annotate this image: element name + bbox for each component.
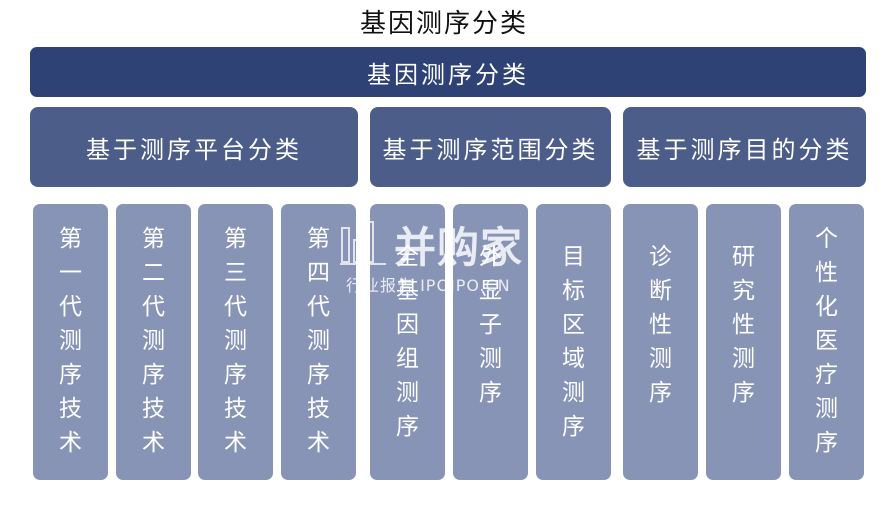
leaf-char: 性	[815, 260, 838, 286]
leaf-exome-sequencing: 外显子测序	[453, 204, 528, 480]
category-scope: 基于测序范围分类	[370, 107, 611, 187]
leaf-char: 外	[479, 244, 502, 270]
leaf-target-region-sequencing: 目标区域测序	[536, 204, 611, 480]
leaf-char: 二	[142, 260, 165, 286]
leaf-char: 性	[649, 312, 672, 338]
category-purpose: 基于测序目的分类	[623, 107, 866, 187]
leaf-char: 子	[479, 312, 502, 338]
leaf-char: 术	[59, 430, 82, 456]
leaf-char: 三	[224, 260, 247, 286]
leaf-personalized-medicine-sequencing: 个性化医疗测序	[789, 204, 864, 480]
leaf-char: 序	[815, 430, 838, 456]
leaf-char: 研	[732, 244, 755, 270]
leaf-char: 序	[732, 380, 755, 406]
leaf-char: 技	[307, 396, 330, 422]
leaf-third-gen-sequencing: 第三代测序技术	[198, 204, 273, 480]
leaf-char: 标	[562, 278, 585, 304]
leaf-char: 疗	[815, 362, 838, 388]
leaf-whole-genome-sequencing: 全基因组测序	[370, 204, 445, 480]
leaf-char: 技	[59, 396, 82, 422]
leaf-char: 医	[815, 328, 838, 354]
leaf-char: 测	[649, 346, 672, 372]
leaf-char: 序	[307, 362, 330, 388]
leaf-research-sequencing: 研究性测序	[706, 204, 781, 480]
leaf-char: 区	[562, 312, 585, 338]
leaf-char: 术	[142, 430, 165, 456]
leaf-char: 基	[396, 278, 419, 304]
leaf-char: 序	[396, 414, 419, 440]
leaf-diagnostic-sequencing: 诊断性测序	[623, 204, 698, 480]
leaf-char: 术	[224, 430, 247, 456]
leaf-char: 第	[142, 226, 165, 252]
leaf-char: 术	[307, 430, 330, 456]
leaf-char: 测	[732, 346, 755, 372]
leaf-second-gen-sequencing: 第二代测序技术	[116, 204, 191, 480]
leaf-char: 序	[562, 414, 585, 440]
leaf-char: 代	[307, 294, 330, 320]
leaf-char: 序	[649, 380, 672, 406]
leaf-char: 化	[815, 294, 838, 320]
leaf-char: 技	[224, 396, 247, 422]
leaf-char: 代	[224, 294, 247, 320]
leaf-char: 第	[307, 226, 330, 252]
leaf-char: 序	[224, 362, 247, 388]
leaf-char: 测	[396, 380, 419, 406]
category-platform: 基于测序平台分类	[30, 107, 358, 187]
root-node: 基因测序分类	[30, 47, 866, 97]
leaf-char: 断	[649, 278, 672, 304]
leaf-char: 诊	[649, 244, 672, 270]
leaf-char: 测	[562, 380, 585, 406]
leaf-char: 因	[396, 312, 419, 338]
leaf-char: 测	[142, 328, 165, 354]
leaf-char: 显	[479, 278, 502, 304]
leaf-first-gen-sequencing: 第一代测序技术	[33, 204, 108, 480]
leaf-char: 序	[59, 362, 82, 388]
leaf-char: 个	[815, 226, 838, 252]
leaf-char: 测	[59, 328, 82, 354]
leaf-char: 测	[307, 328, 330, 354]
leaf-fourth-gen-sequencing: 第四代测序技术	[281, 204, 356, 480]
leaf-char: 第	[59, 226, 82, 252]
leaf-char: 一	[59, 260, 82, 286]
leaf-char: 测	[479, 346, 502, 372]
leaf-char: 序	[479, 380, 502, 406]
leaf-char: 性	[732, 312, 755, 338]
leaf-char: 四	[307, 260, 330, 286]
leaf-char: 测	[815, 396, 838, 422]
leaf-char: 技	[142, 396, 165, 422]
leaf-char: 域	[562, 346, 585, 372]
leaf-char: 测	[224, 328, 247, 354]
diagram-title: 基因测序分类	[359, 9, 528, 39]
leaf-char: 究	[732, 278, 755, 304]
leaf-char: 组	[396, 346, 419, 372]
leaf-char: 序	[142, 362, 165, 388]
leaf-char: 第	[224, 226, 247, 252]
leaf-char: 目	[562, 244, 585, 270]
leaf-char: 代	[142, 294, 165, 320]
leaf-char: 代	[59, 294, 82, 320]
leaf-char: 全	[396, 244, 419, 270]
